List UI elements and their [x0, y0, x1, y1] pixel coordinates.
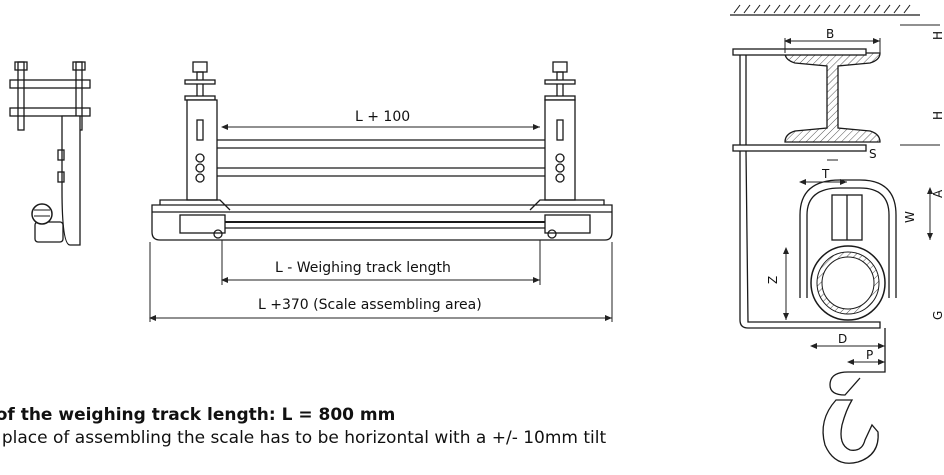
label-track-spacing: L + 100 — [355, 109, 410, 125]
cross-section-dimensions — [783, 24, 940, 365]
label-dim-h2: H — [931, 111, 944, 120]
side-view — [9, 61, 91, 246]
label-dim-g: G — [931, 311, 944, 320]
label-dim-z: Z — [766, 276, 780, 284]
label-dim-a: A — [931, 189, 944, 198]
note-title: on of the weighing track length: L = 800… — [0, 405, 396, 425]
label-dim-b: B — [826, 27, 834, 41]
label-dim-d: D — [838, 332, 847, 346]
front-dimensions — [149, 124, 613, 322]
label-dim-t: T — [821, 167, 830, 181]
cross-section-view — [730, 4, 920, 464]
label-dim-h1: H — [931, 31, 944, 40]
label-assembly-area: L +370 (Scale assembling area) — [258, 297, 482, 313]
note-text: e place of assembling the scale has to b… — [0, 428, 607, 448]
label-dim-s: S — [869, 147, 877, 161]
label-track-length: L - Weighing track length — [275, 260, 451, 276]
label-dim-w: W — [903, 211, 917, 223]
label-dim-p: P — [866, 348, 873, 362]
front-view — [151, 61, 613, 241]
